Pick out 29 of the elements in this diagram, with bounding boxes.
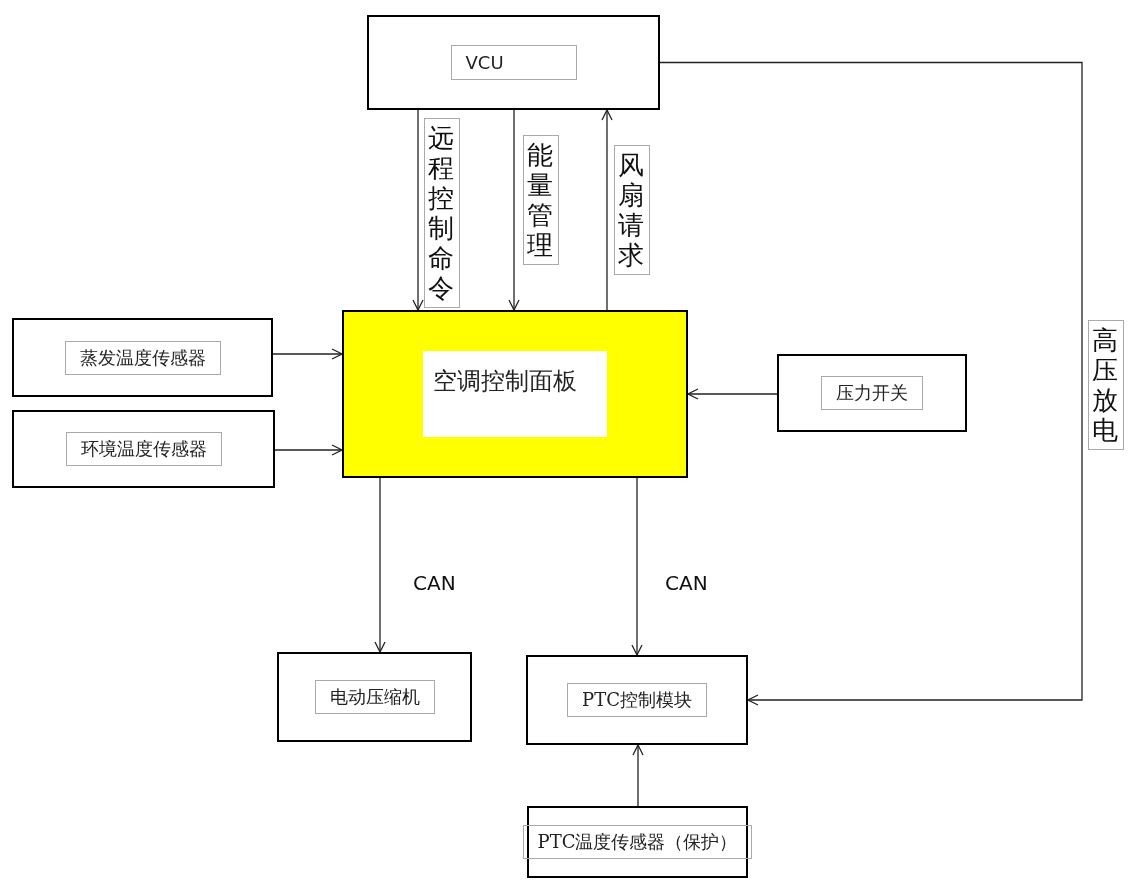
arrow	[272, 348, 343, 360]
control-panel-box	[342, 310, 688, 478]
box-label: 环境温度传感器	[65, 432, 222, 466]
switch-box	[777, 354, 967, 432]
module-box	[526, 655, 748, 745]
box-label: VCU	[450, 45, 577, 80]
box-label: 蒸发温度传感器	[64, 340, 221, 375]
arrow	[687, 388, 778, 400]
controller-box	[367, 15, 660, 110]
edge-label: 高压放电	[1088, 320, 1124, 450]
box-label: PTC温度传感器（保护）	[522, 825, 753, 859]
sensor-box	[12, 318, 273, 397]
edge-label: 远程控制命令	[424, 118, 460, 308]
box-label: 压力开关	[821, 376, 923, 410]
edge-label: 能量管理	[523, 135, 559, 265]
edge-label: 风扇请求	[614, 145, 650, 275]
arrow	[508, 109, 520, 311]
box-label: 空调控制面板	[423, 351, 607, 437]
sensor-box	[12, 410, 275, 488]
box-label: PTC控制模块	[567, 683, 707, 717]
arrow	[374, 477, 386, 653]
arrow	[632, 744, 644, 807]
box-label: 电动压缩机	[314, 680, 435, 714]
arrow	[274, 444, 343, 456]
compressor-box	[277, 652, 472, 742]
arrow	[601, 109, 613, 311]
arrow	[659, 61, 1083, 706]
arrow	[412, 109, 424, 311]
arrow	[631, 477, 643, 656]
